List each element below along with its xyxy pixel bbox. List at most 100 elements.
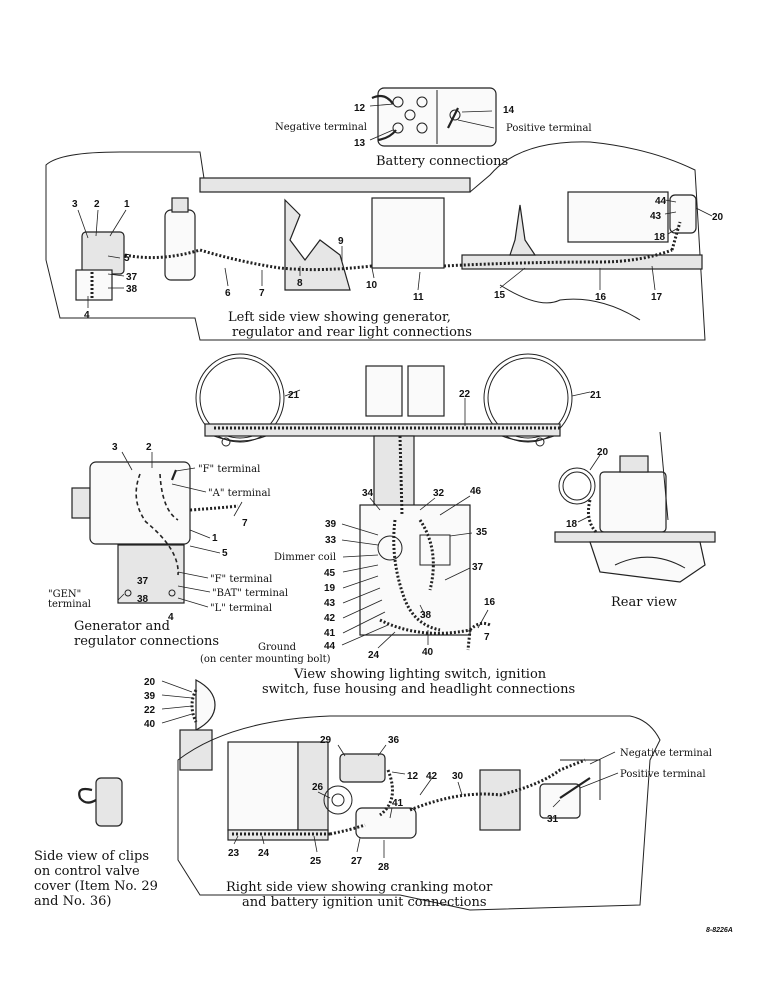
- callout-14: 14: [503, 105, 515, 116]
- lv-callout-5: 5: [124, 253, 130, 264]
- rsv-callout-30: 30: [452, 771, 464, 782]
- battery-connections-view: 12 13 14 Negative terminal Positive term…: [275, 87, 592, 169]
- dv-callout-16: 16: [484, 597, 496, 608]
- rear-view: 20 18 Rear view: [554, 431, 716, 610]
- clip-detail-view: Side view of clips on control valve cove…: [34, 777, 158, 909]
- lv-callout-16: 16: [595, 292, 607, 303]
- gv-callout-5: 5: [222, 548, 228, 559]
- lv-callout-11: 11: [413, 292, 424, 303]
- left-view-caption-2: regulator and rear light connections: [232, 325, 472, 340]
- reg-bat-terminal-label: "BAT" terminal: [212, 588, 288, 599]
- lv-callout-2: 2: [94, 199, 100, 210]
- rsv-negative-label: Negative terminal: [620, 748, 712, 759]
- reg-gen-terminal-label: "GEN": [48, 589, 81, 600]
- left-side-view: 3 2 1 5 37 38 4 6 7 8 9 10 11 15 16 17 1…: [45, 141, 724, 341]
- reg-l-terminal-label: "L" terminal: [210, 603, 272, 614]
- lv-callout-8: 8: [297, 278, 303, 289]
- battery-positive-label: Positive terminal: [506, 123, 592, 134]
- dv-callout-21-left: 21: [288, 390, 300, 401]
- lv-callout-44: 44: [655, 196, 667, 207]
- dv-callout-33: 33: [325, 535, 337, 546]
- lv-callout-38: 38: [126, 284, 138, 295]
- dv-callout-24: 24: [368, 650, 380, 661]
- dv-callout-39: 39: [325, 519, 337, 530]
- rsv-callout-25: 25: [310, 856, 322, 867]
- lv-callout-17: 17: [651, 292, 663, 303]
- dv-callout-44: 44: [324, 641, 336, 652]
- hv-callout-22: 22: [144, 705, 156, 716]
- lv-callout-1: 1: [124, 199, 130, 210]
- headlight-view: 20 39 22 40: [144, 677, 216, 771]
- dv-callout-34: 34: [362, 488, 374, 499]
- dv-callout-21-right: 21: [590, 390, 602, 401]
- dv-callout-22: 22: [459, 389, 471, 400]
- dash-view: 21 21 22 32 34 46 35 39 33 Dimmer coil 4…: [195, 353, 602, 697]
- dv-callout-38: 38: [420, 610, 432, 621]
- rsv-callout-23: 23: [228, 848, 240, 859]
- right-side-view: 29 36 12 42 30 26 41 31 23 24 25 27 28 N…: [177, 715, 712, 911]
- gen-a-terminal-label: "A" terminal: [208, 488, 271, 499]
- lv-callout-7: 7: [259, 288, 265, 299]
- battery-caption: Battery connections: [376, 154, 508, 169]
- lv-callout-37: 37: [126, 272, 138, 283]
- lv-callout-20: 20: [712, 212, 724, 223]
- lv-callout-15: 15: [494, 290, 506, 301]
- clip-caption-2: on control valve: [34, 864, 140, 879]
- hv-callout-40: 40: [144, 719, 156, 730]
- hv-callout-39: 39: [144, 691, 156, 702]
- rsv-callout-36: 36: [388, 735, 400, 746]
- dv-callout-19: 19: [324, 583, 336, 594]
- rsv-callout-26: 26: [312, 782, 324, 793]
- dash-caption-2: switch, fuse housing and headlight conne…: [262, 682, 575, 697]
- rsv-callout-31: 31: [547, 814, 559, 825]
- dv-callout-45: 45: [324, 568, 336, 579]
- lv-callout-18: 18: [654, 232, 666, 243]
- gv-callout-7: 7: [242, 518, 248, 529]
- lv-callout-4: 4: [84, 310, 90, 321]
- dv-callout-43: 43: [324, 598, 336, 609]
- ground-sublabel: (on center mounting bolt): [200, 654, 331, 665]
- rear-caption: Rear view: [611, 595, 677, 610]
- rsv-callout-27: 27: [351, 856, 363, 867]
- gv-callout-37: 37: [137, 576, 149, 587]
- lv-callout-3: 3: [72, 199, 78, 210]
- hv-callout-20: 20: [144, 677, 156, 688]
- lv-callout-10: 10: [366, 280, 378, 291]
- gen-f-terminal-label: "F" terminal: [198, 464, 260, 475]
- dv-callout-46: 46: [470, 486, 482, 497]
- ground-label: Ground: [258, 642, 297, 653]
- right-caption-1: Right side view showing cranking motor: [226, 880, 493, 895]
- callout-12: 12: [354, 103, 366, 114]
- gen-caption-2: regulator connections: [74, 634, 219, 649]
- reg-gen-terminal-sublabel: terminal: [48, 599, 91, 610]
- figure-code: 8-8226A: [706, 927, 733, 934]
- dv-callout-32: 32: [433, 488, 445, 499]
- gv-callout-1: 1: [212, 533, 218, 544]
- gv-callout-4: 4: [168, 612, 174, 623]
- gv-callout-38: 38: [137, 594, 149, 605]
- rsv-callout-24: 24: [258, 848, 270, 859]
- rv-callout-20: 20: [597, 447, 609, 458]
- clip-caption-4: and No. 36): [34, 894, 111, 909]
- rsv-callout-42: 42: [426, 771, 438, 782]
- dv-callout-35: 35: [476, 527, 488, 538]
- reg-f-terminal-label: "F" terminal: [210, 574, 272, 585]
- callout-13: 13: [354, 138, 366, 149]
- rsv-positive-label: Positive terminal: [620, 769, 706, 780]
- dimmer-coil-label: Dimmer coil: [274, 552, 336, 563]
- gv-callout-3: 3: [112, 442, 118, 453]
- rsv-callout-29: 29: [320, 735, 332, 746]
- lv-callout-6: 6: [225, 288, 231, 299]
- dv-callout-42: 42: [324, 613, 336, 624]
- gen-caption-1: Generator and: [74, 619, 170, 634]
- left-view-caption-1: Left side view showing generator,: [228, 310, 451, 325]
- dash-caption-1: View showing lighting switch, ignition: [293, 667, 547, 682]
- rsv-callout-28: 28: [378, 862, 390, 873]
- dv-callout-37: 37: [472, 562, 484, 573]
- rsv-callout-41: 41: [392, 798, 404, 809]
- battery-negative-label: Negative terminal: [275, 122, 367, 133]
- rv-callout-18: 18: [566, 519, 578, 530]
- dv-callout-7: 7: [484, 632, 490, 643]
- rsv-callout-12: 12: [407, 771, 419, 782]
